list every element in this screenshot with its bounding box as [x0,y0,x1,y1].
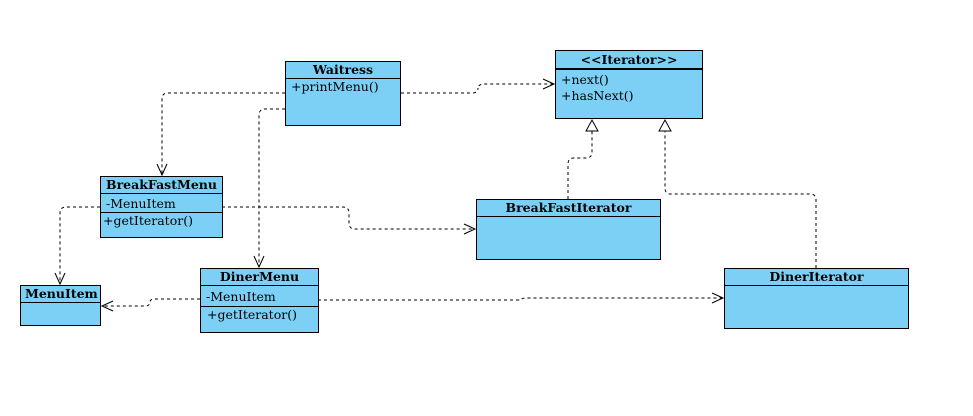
edge-waitress-breakfastmenu [156,92,285,177]
class-dinermenu[interactable]: DinerMenu -MenuItem +getIterator() [200,268,319,333]
method: +next() [561,72,609,87]
edge-waitress-dinermenu [253,108,285,269]
edge-waitress-iterator [401,78,556,94]
edge-dinermenu-dineriterator [318,292,725,304]
class-name: DinerIterator [725,269,908,286]
class-waitress[interactable]: Waitress +printMenu() [285,61,401,126]
class-name: BreakFastMenu [101,177,222,194]
class-breakfastiterator[interactable]: BreakFastIterator [476,199,661,260]
class-name: BreakFastIterator [477,200,660,217]
class-iterator[interactable]: <<Iterator>> +next() +hasNext() [555,50,703,119]
attribute: -MenuItem [206,289,276,304]
edge-breakfastmenu-menuitem [54,206,100,286]
edge-dinermenu-menuitem [100,298,200,312]
class-name: DinerMenu [201,269,318,286]
methods-section: +printMenu() [286,79,400,95]
method: +printMenu() [291,79,379,94]
method: +hasNext() [561,88,634,103]
edge-dineriterator-iterator [658,118,817,268]
class-name: <<Iterator>> [556,51,702,70]
class-name: MenuItem [21,286,100,303]
attribute: -MenuItem [106,196,176,211]
method: +getIterator() [207,307,297,322]
class-menuitem[interactable]: MenuItem [20,285,101,326]
class-dineriterator[interactable]: DinerIterator [724,268,909,329]
methods-section: +getIterator() [101,213,222,229]
methods-section: +getIterator() [201,307,318,323]
attributes-section: -MenuItem [101,194,222,213]
edge-breakfastmenu-breakfastiterator [222,206,477,235]
class-breakfastmenu[interactable]: BreakFastMenu -MenuItem +getIterator() [100,176,223,238]
method: +getIterator() [103,213,193,228]
edge-breakfastiterator-iterator [567,118,599,199]
class-name: Waitress [286,62,400,79]
methods-section: +next() +hasNext() [556,70,702,104]
attributes-section: -MenuItem [201,286,318,307]
